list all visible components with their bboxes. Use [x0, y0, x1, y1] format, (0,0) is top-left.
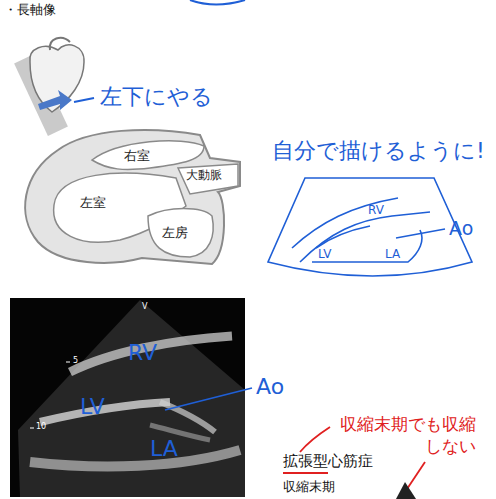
ao-chamber [178, 164, 238, 194]
part-name: RV [128, 340, 157, 365]
handwritten-note: 収縮末期でも収縮 しない [330, 413, 476, 457]
hand-sketch [268, 178, 472, 276]
part-name: 右室 [124, 149, 150, 164]
section-heading: ・長軸像 [4, 3, 56, 18]
scale-mark: 5 [73, 356, 78, 365]
echo-wall [40, 402, 170, 422]
handwritten-note: 自分で描けるように! [272, 138, 485, 163]
heart-icon [14, 38, 84, 136]
underline [283, 472, 328, 474]
echo-background [10, 298, 245, 497]
disease-name: 拡張型心筋症 [283, 453, 373, 470]
phase-label: 収縮末期 [283, 480, 335, 495]
part-name: LA [150, 436, 178, 461]
sketch-wall [292, 198, 398, 248]
part-name: LV [318, 248, 332, 262]
echo-wall [70, 336, 232, 372]
scale-mark: V [142, 302, 147, 311]
rv-chamber [92, 141, 204, 170]
long-axis-schematic [25, 130, 240, 264]
mini-echo [396, 482, 416, 499]
scale-mark: 10 [36, 422, 46, 431]
sketch-wall [312, 230, 422, 262]
ao-leader [165, 388, 252, 410]
part-name: 大動脈 [186, 169, 222, 183]
pen-arc [190, 0, 245, 5]
callout-line [300, 427, 330, 452]
la-chamber [148, 209, 213, 258]
handwritten-note: 左下にやる [100, 84, 213, 109]
echo-image [10, 298, 252, 497]
part-name: 左房 [162, 226, 188, 241]
echo-scale [30, 362, 70, 428]
sketch-wall [316, 226, 370, 248]
aorta-shape [50, 38, 70, 50]
part-name: LA [385, 248, 400, 262]
echo-wall [30, 450, 240, 466]
sketch-fan [268, 178, 472, 276]
part-name: 左室 [80, 196, 106, 211]
part-name: Ao [256, 374, 284, 399]
part-name: Ao [449, 218, 473, 240]
sketch-leader [396, 229, 445, 238]
part-name: LV [80, 394, 105, 419]
sketch-wall [300, 212, 430, 262]
part-name: RV [368, 204, 384, 218]
pen-arrow [74, 98, 94, 102]
probe-arrow [38, 90, 72, 110]
heart-wall [25, 130, 240, 264]
